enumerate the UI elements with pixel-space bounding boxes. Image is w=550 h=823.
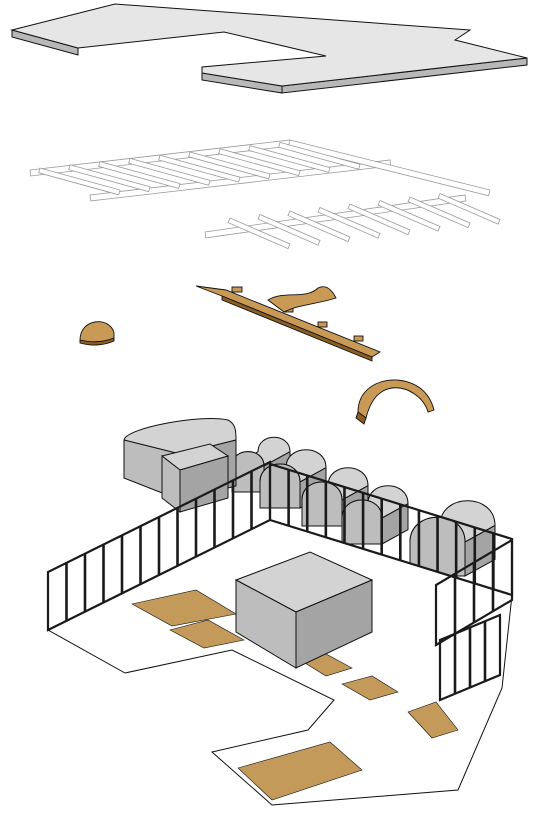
frame-lower-joist-4 [317, 206, 381, 239]
floor-patch-4 [341, 675, 399, 701]
floor-patch-5 [407, 701, 459, 739]
frame-lower-joist-2 [257, 213, 321, 246]
vault-shell-edge [355, 411, 367, 425]
frame-joist-7 [218, 148, 301, 177]
beam-tab-1 [231, 286, 243, 293]
frame-lower-joist-6 [377, 199, 441, 232]
roof-framing-layer [29, 139, 501, 250]
frame-lower-joist-3 [287, 210, 351, 243]
frame-joist-5 [158, 154, 241, 183]
frame-lower-joist-5 [347, 203, 411, 236]
roof-slab-layer [10, 3, 528, 94]
frame-joist-1 [38, 167, 121, 196]
timber-beam-side [221, 295, 373, 362]
frame-joist-2 [68, 164, 151, 193]
stud-wall-corner-front-frame [434, 538, 514, 647]
stud-walls-and-floor-layer [46, 460, 514, 806]
frame-joist-6 [188, 151, 271, 180]
vault-shell [357, 379, 435, 419]
frame-lower-joist-7 [407, 196, 471, 229]
floor-patch-2 [169, 619, 245, 649]
stud-wall-back-left [46, 460, 272, 632]
stud-wall-corner-lower [438, 613, 502, 702]
roof-slab-top [10, 3, 528, 87]
frame-edge-beam-3 [288, 139, 491, 197]
small-dome-piece [79, 321, 115, 343]
concrete-block-small [160, 443, 230, 514]
frame-lower-joist-1 [227, 217, 291, 250]
beam-tab-3 [317, 321, 328, 328]
timber-elements-layer [79, 285, 435, 425]
frame-lower-joist-8 [437, 192, 501, 225]
floor-patch-6 [237, 741, 363, 801]
frame-joist-9 [278, 141, 361, 170]
central-box-right [295, 579, 373, 669]
frame-joist-8 [248, 145, 331, 173]
stud-walls [46, 460, 514, 702]
stud-wall-corner-lower-frame [438, 613, 502, 702]
beam-tab-4 [353, 335, 364, 342]
frame-joist-3 [98, 161, 181, 189]
frame-joist-4 [128, 157, 211, 186]
small-dome-shade [79, 337, 115, 346]
block-small-side [179, 455, 229, 513]
stud-wall-corner-front [434, 538, 514, 647]
central-box [234, 551, 374, 669]
curved-panel-on-beam [267, 286, 337, 313]
